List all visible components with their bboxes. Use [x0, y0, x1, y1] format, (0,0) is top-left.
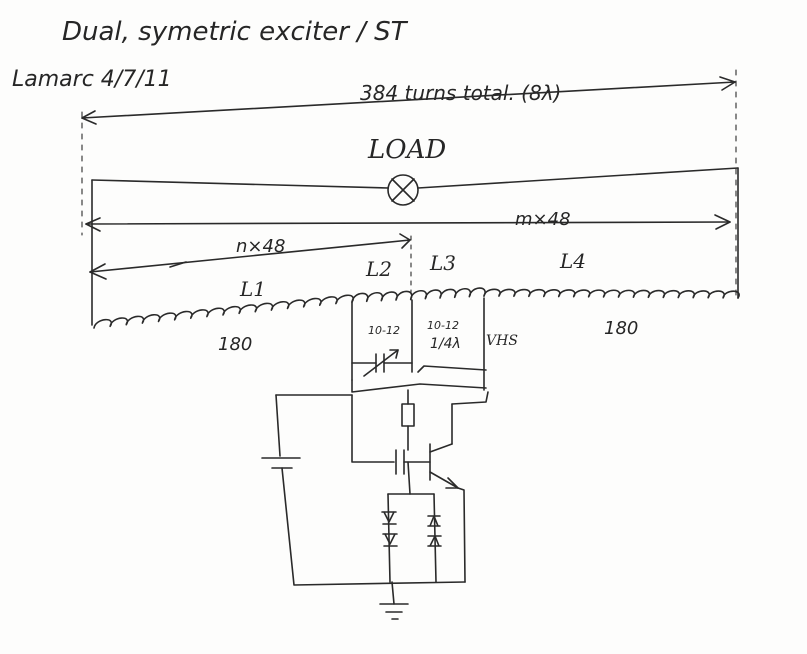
turns-right-label: 180 [604, 318, 638, 339]
diode-icon-right-top [427, 515, 441, 527]
load-lamp-icon [387, 174, 419, 206]
resistor-icon [401, 403, 415, 427]
load-label: LOAD [367, 135, 446, 165]
m-label: m×48 [515, 209, 571, 230]
title-text: Dual, symetric exciter / ST [62, 17, 409, 47]
battery-return-wire [281, 467, 466, 586]
coil-winding-path [93, 294, 355, 329]
author-text: Lamarc 4/7/11 [12, 67, 172, 92]
base-capacitor-icon [395, 449, 405, 475]
n-label: n×48 [236, 236, 285, 257]
load-wire-left [91, 179, 389, 189]
coil-label-l2: L2 [365, 257, 392, 281]
lower-bus-wire [351, 379, 487, 393]
total-length-arrow [81, 76, 736, 125]
diode-feed-wire [407, 461, 411, 495]
resonator-verticals [351, 297, 485, 391]
cap-label-right: 10-12 [427, 319, 459, 332]
battery-icon [261, 457, 301, 469]
tap-wire [417, 365, 487, 373]
coil-l1-winding [93, 294, 355, 329]
ground-lead [391, 581, 395, 605]
coil-label-l3: L3 [429, 251, 456, 275]
turns-left-label: 180 [218, 334, 252, 355]
m-span-arrow [85, 214, 731, 232]
diode-icon-right-bottom [427, 535, 442, 547]
cap-label-left: 10-12 [368, 324, 400, 337]
quarter-wave-label: 1/4λ [430, 336, 461, 352]
coil-label-l4: L4 [559, 249, 586, 273]
coil-l4-winding [483, 288, 740, 299]
right-box-top [451, 391, 489, 405]
coil-label-l1: L1 [239, 277, 266, 301]
coil-l2-l3-winding [351, 287, 486, 303]
vhs-label: VHS [486, 333, 518, 349]
diode-columns [387, 493, 437, 583]
diode-icon-left-bottom [382, 533, 398, 547]
coil-winding-path [483, 288, 740, 299]
variable-capacitor-icon [351, 349, 413, 377]
diode-icon-left-top [381, 511, 397, 525]
ground-icon [379, 603, 409, 620]
cap-lead-left [351, 394, 395, 463]
transistor-icon [429, 443, 459, 489]
coil-winding-path [351, 287, 486, 303]
load-wire-right [417, 167, 739, 189]
rail-battery-top [275, 394, 281, 457]
emitter-wire [457, 487, 466, 583]
n-span-arrow [89, 233, 411, 280]
